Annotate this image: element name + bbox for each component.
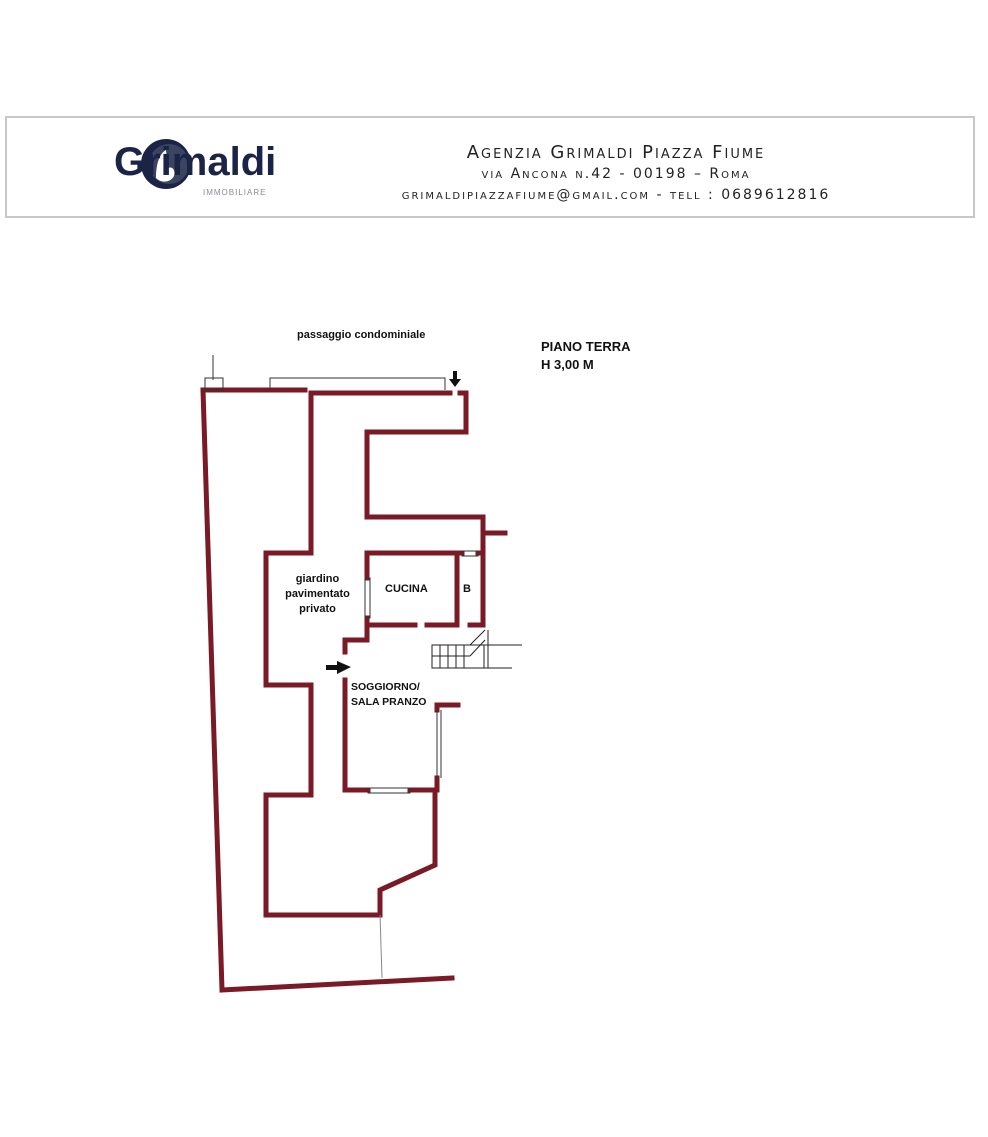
staircase [431,629,522,669]
agency-header [5,116,975,218]
walls [200,387,508,993]
agency-contact: grimaldipiazzafiume@gmail.com - tell : 0… [401,187,831,203]
passage-label: passaggio condominiale [297,329,426,341]
grimaldi-logo-icon [141,139,191,189]
floor-label: PIANO TERRA [541,339,631,354]
entrance-arrow-top-icon [449,371,461,387]
bathroom-label: B [463,583,471,595]
agency-name: Agenzia Grimaldi Piazza Fiume [466,142,766,163]
living-room-label: SOGGIORNO/ SALA PRANZO [351,681,427,708]
kitchen-label: CUCINA [385,583,428,595]
entrance-arrow-left-icon [326,661,351,674]
brand-subtitle: IMMOBILIARE [203,188,267,197]
garden-label: giardino pavimentato privato [285,573,350,615]
windows-and-details [204,355,479,979]
ceiling-height-label: H 3,00 M [541,357,594,372]
brand-name: Grimaldi [114,140,277,184]
agency-address: via Ancona n.42 - 00198 – Roma [481,166,751,182]
